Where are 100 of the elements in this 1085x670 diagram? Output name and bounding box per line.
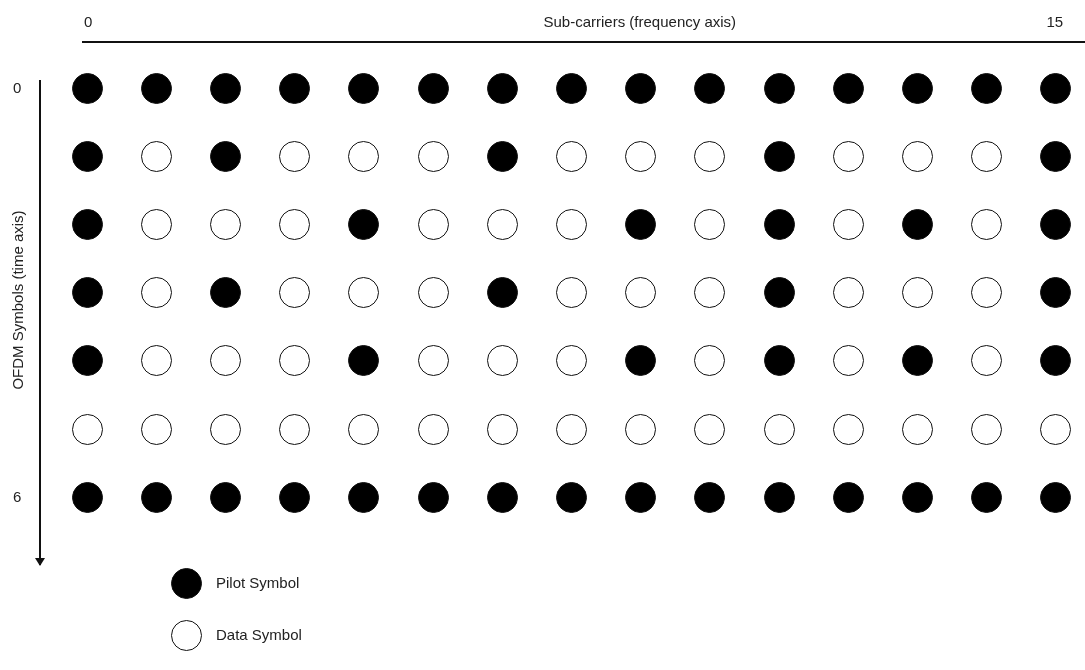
data-symbol bbox=[763, 413, 795, 445]
pilot-symbol bbox=[486, 277, 518, 309]
pilot-symbol bbox=[71, 72, 103, 104]
pilot-symbol bbox=[763, 140, 795, 172]
data-symbol bbox=[555, 413, 587, 445]
pilot-symbol bbox=[1040, 277, 1072, 309]
data-symbol bbox=[555, 140, 587, 172]
data-symbol bbox=[486, 345, 518, 377]
data-symbol bbox=[901, 140, 933, 172]
data-symbol bbox=[971, 413, 1003, 445]
pilot-symbol bbox=[901, 208, 933, 240]
data-symbol bbox=[71, 413, 103, 445]
data-symbol bbox=[348, 140, 380, 172]
data-symbol bbox=[901, 277, 933, 309]
data-symbol bbox=[555, 345, 587, 377]
data-symbol bbox=[417, 345, 449, 377]
data-symbol bbox=[279, 277, 311, 309]
pilot-symbol bbox=[279, 481, 311, 513]
pilot-symbol bbox=[486, 72, 518, 104]
data-symbol bbox=[694, 208, 726, 240]
data-symbol bbox=[971, 277, 1003, 309]
pilot-symbol bbox=[763, 277, 795, 309]
data-symbol bbox=[486, 208, 518, 240]
pilot-symbol bbox=[71, 208, 103, 240]
pilot-symbol bbox=[140, 481, 172, 513]
pilot-symbol bbox=[71, 140, 103, 172]
data-symbol bbox=[209, 345, 241, 377]
pilot-symbol bbox=[417, 481, 449, 513]
pilot-symbol bbox=[1040, 345, 1072, 377]
pilot-symbol bbox=[763, 481, 795, 513]
pilot-symbol bbox=[71, 277, 103, 309]
data-symbol bbox=[1040, 413, 1072, 445]
pilot-symbol bbox=[209, 277, 241, 309]
pilot-symbol bbox=[971, 72, 1003, 104]
pilot-symbol bbox=[209, 72, 241, 104]
pilot-symbol bbox=[901, 72, 933, 104]
legend-label: Pilot Symbol bbox=[216, 574, 300, 592]
data-symbol bbox=[832, 413, 864, 445]
pilot-symbol bbox=[971, 481, 1003, 513]
data-symbol bbox=[832, 140, 864, 172]
data-symbol bbox=[140, 277, 172, 309]
pilot-symbol bbox=[209, 140, 241, 172]
pilot-symbol bbox=[417, 72, 449, 104]
pilot-symbol bbox=[694, 72, 726, 104]
data-symbol bbox=[625, 277, 657, 309]
data-symbol bbox=[140, 413, 172, 445]
axis-title: OFDM Symbols (time axis) bbox=[8, 210, 27, 390]
data-symbol bbox=[279, 345, 311, 377]
pilot-symbol bbox=[71, 481, 103, 513]
data-symbol bbox=[694, 413, 726, 445]
axis-tick-label: 0 bbox=[13, 79, 22, 97]
pilot-symbol bbox=[763, 72, 795, 104]
axis-tick-label: 0 bbox=[84, 13, 93, 31]
data-symbol bbox=[140, 345, 172, 377]
pilot-symbol bbox=[348, 72, 380, 104]
data-symbol bbox=[971, 345, 1003, 377]
pilot-symbol bbox=[763, 208, 795, 240]
data-symbol bbox=[209, 413, 241, 445]
data-symbol bbox=[140, 208, 172, 240]
data-symbol bbox=[555, 277, 587, 309]
pilot-symbol bbox=[1040, 208, 1072, 240]
pilot-symbol bbox=[555, 72, 587, 104]
data-symbol bbox=[417, 140, 449, 172]
pilot-symbol bbox=[1040, 140, 1072, 172]
axis-title: Sub-carriers (frequency axis) bbox=[543, 13, 737, 31]
data-symbol bbox=[971, 208, 1003, 240]
pilot-symbol bbox=[832, 481, 864, 513]
data-symbol bbox=[486, 413, 518, 445]
pilot-symbol bbox=[348, 345, 380, 377]
data-symbol bbox=[832, 277, 864, 309]
data-symbol bbox=[348, 277, 380, 309]
data-symbol bbox=[971, 140, 1003, 172]
pilot-symbol bbox=[555, 481, 587, 513]
pilot-symbol bbox=[279, 72, 311, 104]
data-symbol bbox=[348, 413, 380, 445]
data-symbol bbox=[832, 345, 864, 377]
data-symbol bbox=[555, 208, 587, 240]
axis-tick-label: 6 bbox=[13, 488, 22, 506]
pilot-symbol bbox=[348, 481, 380, 513]
pilot-symbol bbox=[901, 481, 933, 513]
pilot-symbol bbox=[625, 481, 657, 513]
pilot-symbol bbox=[486, 481, 518, 513]
data-symbol bbox=[625, 140, 657, 172]
pilot-symbol bbox=[348, 208, 380, 240]
pilot-symbol bbox=[209, 481, 241, 513]
data-symbol bbox=[279, 140, 311, 172]
pilot-symbol bbox=[486, 140, 518, 172]
data-symbol bbox=[279, 413, 311, 445]
data-symbol bbox=[209, 208, 241, 240]
legend-label: Data Symbol bbox=[216, 626, 302, 644]
data-symbol bbox=[417, 277, 449, 309]
axis-tick-label: 15 bbox=[1046, 13, 1064, 31]
data-symbol bbox=[694, 277, 726, 309]
pilot-symbol bbox=[71, 345, 103, 377]
pilot-symbol bbox=[832, 72, 864, 104]
pilot-symbol bbox=[694, 481, 726, 513]
pilot-symbol bbox=[1040, 481, 1072, 513]
data-symbol bbox=[417, 413, 449, 445]
pilot-symbol bbox=[901, 345, 933, 377]
pilot-symbol bbox=[625, 208, 657, 240]
